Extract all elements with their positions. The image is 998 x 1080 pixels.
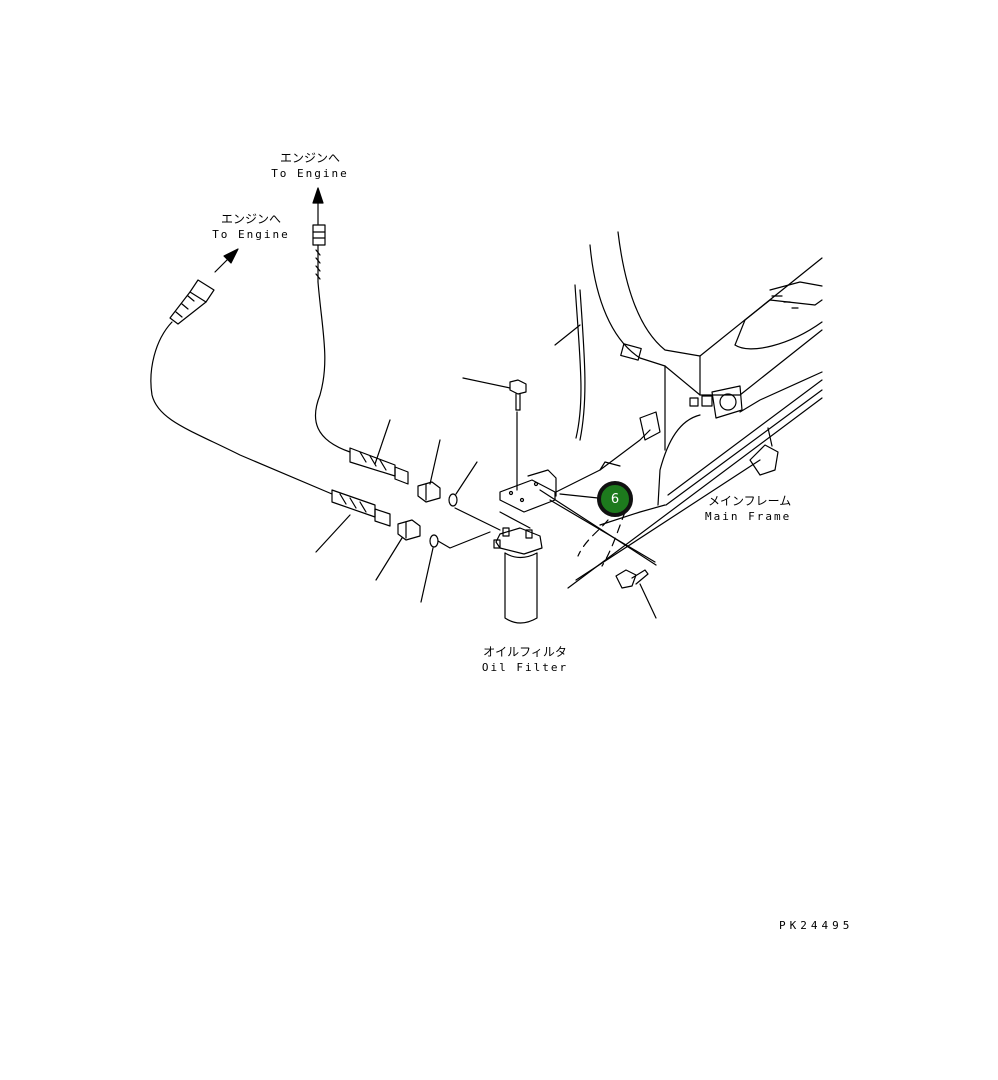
hose-to-engine-lower bbox=[150, 248, 391, 553]
to-engine-upper-jp: エンジンへ bbox=[279, 151, 340, 165]
part-callout-6[interactable]: 6 bbox=[597, 481, 633, 517]
callout-leaders bbox=[549, 493, 656, 563]
main-frame-jp: メインフレーム bbox=[708, 494, 792, 508]
oil-filter bbox=[454, 507, 543, 624]
adapter-lower bbox=[375, 519, 421, 581]
bolt-lower bbox=[539, 489, 657, 619]
adapter-upper bbox=[417, 439, 441, 503]
main-frame bbox=[554, 231, 823, 589]
callout-number: 6 bbox=[610, 491, 620, 507]
to-engine-lower-en: To Engine bbox=[212, 228, 290, 241]
hose-to-engine-upper bbox=[312, 187, 409, 485]
oil-filter-en: Oil Filter bbox=[481, 661, 569, 674]
to-engine-upper-en: To Engine bbox=[271, 167, 349, 180]
bracket bbox=[499, 469, 557, 513]
hidden-lines bbox=[577, 511, 626, 567]
bolt-upper bbox=[462, 377, 527, 491]
drawing-code: PK24495 bbox=[779, 919, 854, 932]
o-ring-lower bbox=[420, 531, 491, 603]
oil-filter-jp: オイルフィルタ bbox=[483, 645, 567, 659]
main-frame-en: Main Frame bbox=[705, 510, 792, 523]
o-ring-upper bbox=[448, 461, 478, 507]
to-engine-lower-jp: エンジンへ bbox=[220, 212, 281, 226]
